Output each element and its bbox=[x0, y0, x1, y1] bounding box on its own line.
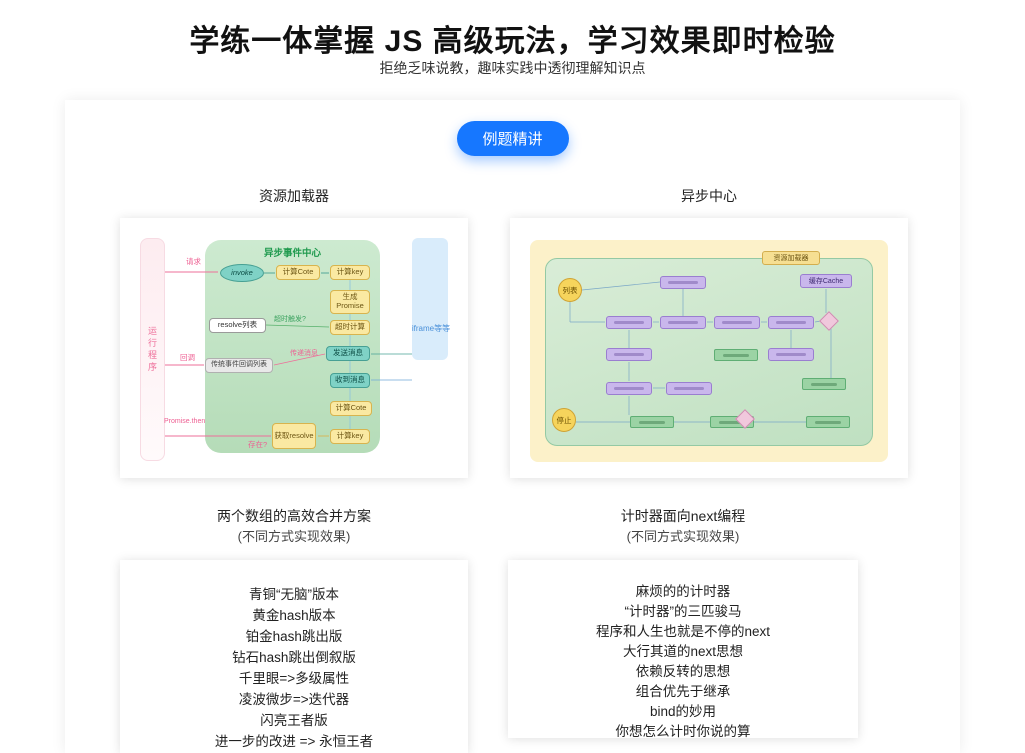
flow-node bbox=[606, 382, 652, 395]
run-program-label: 运行程序 bbox=[147, 325, 157, 374]
list-item: 闪亮王者版 bbox=[260, 713, 328, 728]
flow-node bbox=[660, 276, 706, 289]
flow-end-node: 停止 bbox=[552, 408, 576, 432]
edge-label-exists: 存在? bbox=[248, 440, 268, 449]
async-center-diagram: 资源加载器 列表 停止 缓存Cache bbox=[510, 218, 908, 478]
edge-label-request: 请求 bbox=[186, 257, 201, 266]
flow-node bbox=[606, 316, 652, 329]
list-item: 进一步的改进 => 永恒王者 bbox=[214, 734, 374, 749]
flow-node bbox=[768, 348, 814, 361]
flow-node bbox=[714, 316, 760, 329]
list-2-subtitle: (不同方式实现效果) bbox=[626, 529, 740, 544]
iframe-lane bbox=[412, 238, 448, 360]
flow-node bbox=[660, 316, 706, 329]
edge-label-promise-then: Promise.then bbox=[164, 418, 206, 425]
flow-node bbox=[666, 382, 712, 395]
list-item: 钻石hash跳出倒叙版 bbox=[232, 650, 356, 665]
list-item: 你想怎么计时你说的算 bbox=[615, 724, 751, 739]
list-item: 组合优先于继承 bbox=[635, 684, 731, 699]
resource-loader-diagram: 运行程序 异步事件中心 invoke 计算Cote 计算key 生成Promis… bbox=[120, 218, 468, 478]
flow-node-calc-key-2: 计算key bbox=[330, 429, 370, 444]
flow-node-calc-cote-1: 计算Cote bbox=[276, 265, 320, 280]
list-item: 千里眼=>多级属性 bbox=[238, 671, 350, 686]
list-2-title: 计时器面向next编程 bbox=[620, 508, 746, 524]
flow-node-event-callback-list: 传统事件回调列表 bbox=[205, 358, 273, 373]
flow-node-green bbox=[714, 349, 758, 361]
array-merge-list-card: 青铜“无脑”版本 黄金hash版本 铂金hash跳出版 钻石hash跳出倒叙版 … bbox=[120, 560, 468, 753]
edge-label-pass-msg: 传递消息 bbox=[290, 350, 318, 357]
list-item: 依赖反转的思想 bbox=[635, 664, 731, 679]
list-item: bind的妙用 bbox=[649, 704, 717, 719]
flow-node-timeout-calc: 超时计算 bbox=[330, 320, 370, 335]
example-1-title: 资源加载器 bbox=[259, 188, 329, 204]
flow-start-node: 列表 bbox=[558, 278, 582, 302]
list-item: 大行其道的next思想 bbox=[622, 644, 744, 659]
flow-node-calc-cote-2: 计算Cote bbox=[330, 401, 372, 416]
diagram-center-title: 异步事件中心 bbox=[263, 248, 321, 259]
example-2-title: 异步中心 bbox=[681, 188, 737, 204]
diagram-top-label: 资源加载器 bbox=[762, 251, 820, 265]
edge-label-timeout-trigger: 超时触发? bbox=[274, 316, 306, 323]
iframe-lane-label: iframe等等 bbox=[411, 324, 451, 333]
list-item: 程序和人生也就是不停的next bbox=[595, 624, 771, 639]
edge-label-callback: 回调 bbox=[180, 353, 195, 362]
flow-node bbox=[768, 316, 814, 329]
list-item: “计时器”的三匹骏马 bbox=[624, 604, 742, 619]
timer-next-list-card: 麻烦的的计时器 “计时器”的三匹骏马 程序和人生也就是不停的next 大行其道的… bbox=[508, 560, 858, 739]
page-subtitle: 拒绝乏味说教，趣味实践中透彻理解知识点 bbox=[379, 60, 646, 76]
flow-node-get-resolve: 获取resolve bbox=[272, 423, 316, 449]
list-1-subtitle: (不同方式实现效果) bbox=[237, 529, 351, 544]
flow-node-send-msg: 发送消息 bbox=[326, 346, 370, 361]
flow-node-recv-msg: 收到消息 bbox=[330, 373, 370, 388]
run-program-lane: 运行程序 bbox=[140, 238, 165, 461]
list-item: 麻烦的的计时器 bbox=[635, 584, 731, 599]
flow-node-invoke: invoke bbox=[220, 264, 264, 282]
flow-node-calc-key-1: 计算key bbox=[330, 265, 370, 280]
flow-node-gen-promise: 生成Promise bbox=[330, 290, 370, 314]
section-badge[interactable]: 例题精讲 bbox=[456, 121, 569, 156]
flow-node-green bbox=[806, 416, 850, 428]
examples-panel: 例题精讲 资源加载器 异步中心 运行程序 异步事件中心 invoke 计算Cot… bbox=[65, 100, 960, 753]
flow-node-green bbox=[630, 416, 674, 428]
flow-node-cache: 缓存Cache bbox=[800, 274, 852, 288]
page-title: 学练一体掌握 JS 高级玩法，学习效果即时检验 bbox=[189, 25, 836, 58]
flow-node-green bbox=[802, 378, 846, 390]
flow-node bbox=[606, 348, 652, 361]
list-item: 黄金hash版本 bbox=[252, 608, 336, 623]
list-1-title: 两个数组的高效合并方案 bbox=[217, 508, 371, 524]
list-item: 铂金hash跳出版 bbox=[245, 629, 343, 644]
list-item: 青铜“无脑”版本 bbox=[249, 587, 339, 602]
flow-node-resolve-list: resolve列表 bbox=[209, 318, 266, 333]
list-item: 凌波微步=>迭代器 bbox=[238, 692, 350, 707]
